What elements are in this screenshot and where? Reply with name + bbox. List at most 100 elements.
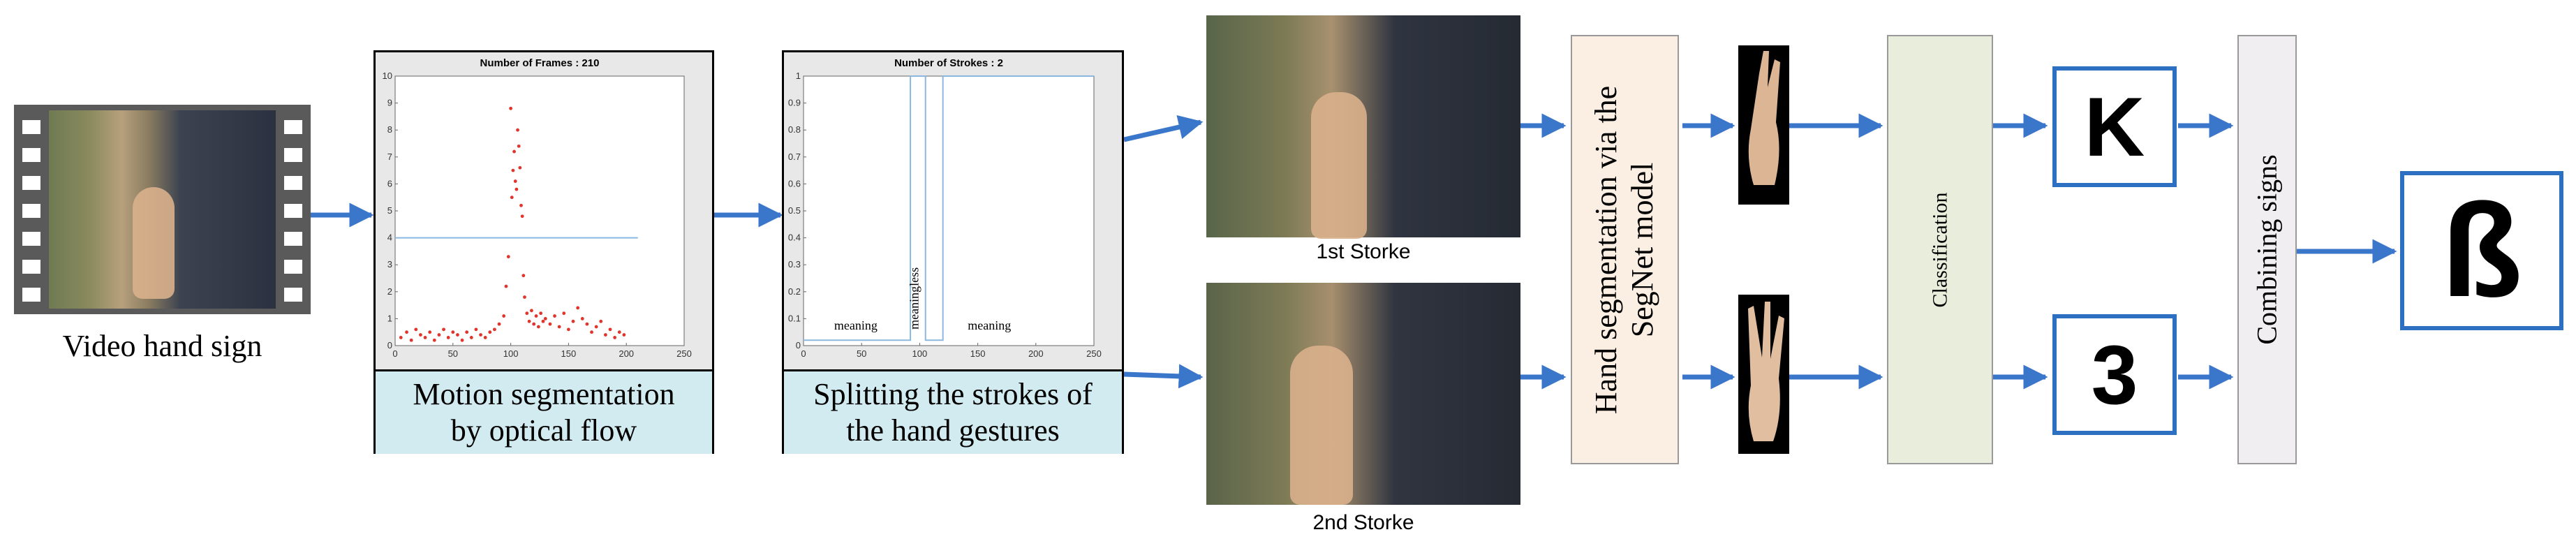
y-tick-label: 4 [387,233,392,243]
y-tick-label: 8 [387,124,392,135]
stroke-signal-line [804,75,1094,341]
result-symbol: ß [2441,177,2523,325]
y-tick-label: 5 [387,205,392,216]
scatter-point [428,330,432,334]
y-tick-label: 0.8 [788,124,801,135]
film-perforations-right [284,120,302,302]
y-tick-label: 10 [383,71,392,81]
strokes-plot-title: Number of Strokes : 2 [894,57,1003,69]
result-box: ß [2400,171,2563,330]
segment-label-meaningless: meaningless [908,267,921,330]
scatter-point [451,330,455,334]
x-tick-label: 50 [857,348,866,359]
scatter-point [465,330,469,334]
combining-label: Combining signs [2251,154,2283,345]
y-tick-label: 0.4 [788,233,801,243]
y-tick-label: 0.2 [788,286,801,297]
arrow-strokes-to-frame1 [1123,115,1204,142]
scatter-point [409,338,413,342]
x-tick-label: 250 [1086,348,1102,359]
y-tick-label: 1 [387,313,392,323]
y-tick-label: 0 [387,340,392,351]
scatter-point [541,319,545,323]
scatter-point [622,333,626,337]
y-tick-label: 9 [387,98,392,108]
input-caption: Video hand sign [62,329,262,363]
film-frame [49,110,276,309]
strokes-caption-line2: the hand gestures [846,413,1060,448]
scatter-point [515,187,519,191]
scatter-point [562,311,566,316]
y-tick-label: 3 [387,259,392,270]
strokes-caption: Splitting the strokes of the hand gestur… [784,369,1122,454]
scatter-point [603,333,607,337]
hand-k-icon [1748,51,1780,185]
scatter-point [594,325,598,329]
x-tick-label: 50 [448,348,458,359]
scatter-point [534,314,538,318]
scatter-point [509,106,512,110]
motion-caption-line2: by optical flow [450,413,637,448]
input-video-filmstrip [14,105,311,314]
x-tick-label: 150 [561,348,577,359]
y-tick-label: 0.6 [788,178,801,189]
scatter-point [521,274,526,278]
segmented-hand-1 [1738,45,1789,205]
scatter-point [516,128,519,132]
scatter-point [576,306,580,310]
scatter-point [525,311,529,316]
combining-box: Combining signs [2237,35,2297,464]
output-3-box: 3 [2052,314,2177,435]
x-tick-label: 150 [970,348,986,359]
y-tick-label: 0.5 [788,205,801,216]
scatter-point [512,149,516,154]
scatter-point [405,330,408,334]
y-tick-label: 0.3 [788,259,801,270]
hand-3-icon [1748,302,1784,441]
scatter-point [502,314,506,318]
scatter-point [585,322,589,326]
scatter-point [419,333,422,337]
motion-caption: Motion segmentation by optical flow [376,369,712,454]
scatter-point [543,317,547,320]
scatter-point [520,214,524,219]
motion-plot-title: Number of Frames : 210 [480,57,600,69]
scatter-point [506,255,510,259]
scatter-point [519,203,523,207]
scatter-point [557,325,561,329]
hand-silhouette [133,187,175,299]
output-k-letter: K [2084,80,2145,174]
scatter-point [469,336,473,339]
hand-silhouette [1290,346,1353,505]
scatter-point [483,336,487,339]
scatter-point [446,336,450,339]
x-tick-label: 250 [676,348,692,359]
stroke-frame-1-caption: 1st Storke [1316,240,1411,263]
y-tick-label: 0.1 [788,313,801,323]
scatter-point [504,284,508,288]
scatter-point [456,333,459,337]
hand-silhouette [1311,92,1367,239]
scatter-point [567,327,570,332]
output-3-letter: 3 [2091,327,2138,422]
scatter-point [613,336,617,339]
segnet-label-line2: SegNet model [1625,162,1660,337]
segment-label-meaning-2: meaning [968,318,1011,332]
x-tick-label: 100 [912,348,928,359]
scatter-point [571,319,575,323]
plot-area [394,75,685,346]
segnet-box: Hand segmentation via the SegNet model [1571,35,1679,464]
x-tick-label: 0 [392,348,397,359]
scatter-point [523,295,526,299]
scatter-point [548,322,552,326]
segnet-label-line1: Hand segmentation via the [1589,85,1624,414]
scatter-point [493,327,496,332]
scatter-point [423,336,427,339]
arrow-strokes-to-frame2 [1123,364,1204,389]
scatter-point [580,317,584,320]
y-tick-label: 6 [387,178,392,189]
